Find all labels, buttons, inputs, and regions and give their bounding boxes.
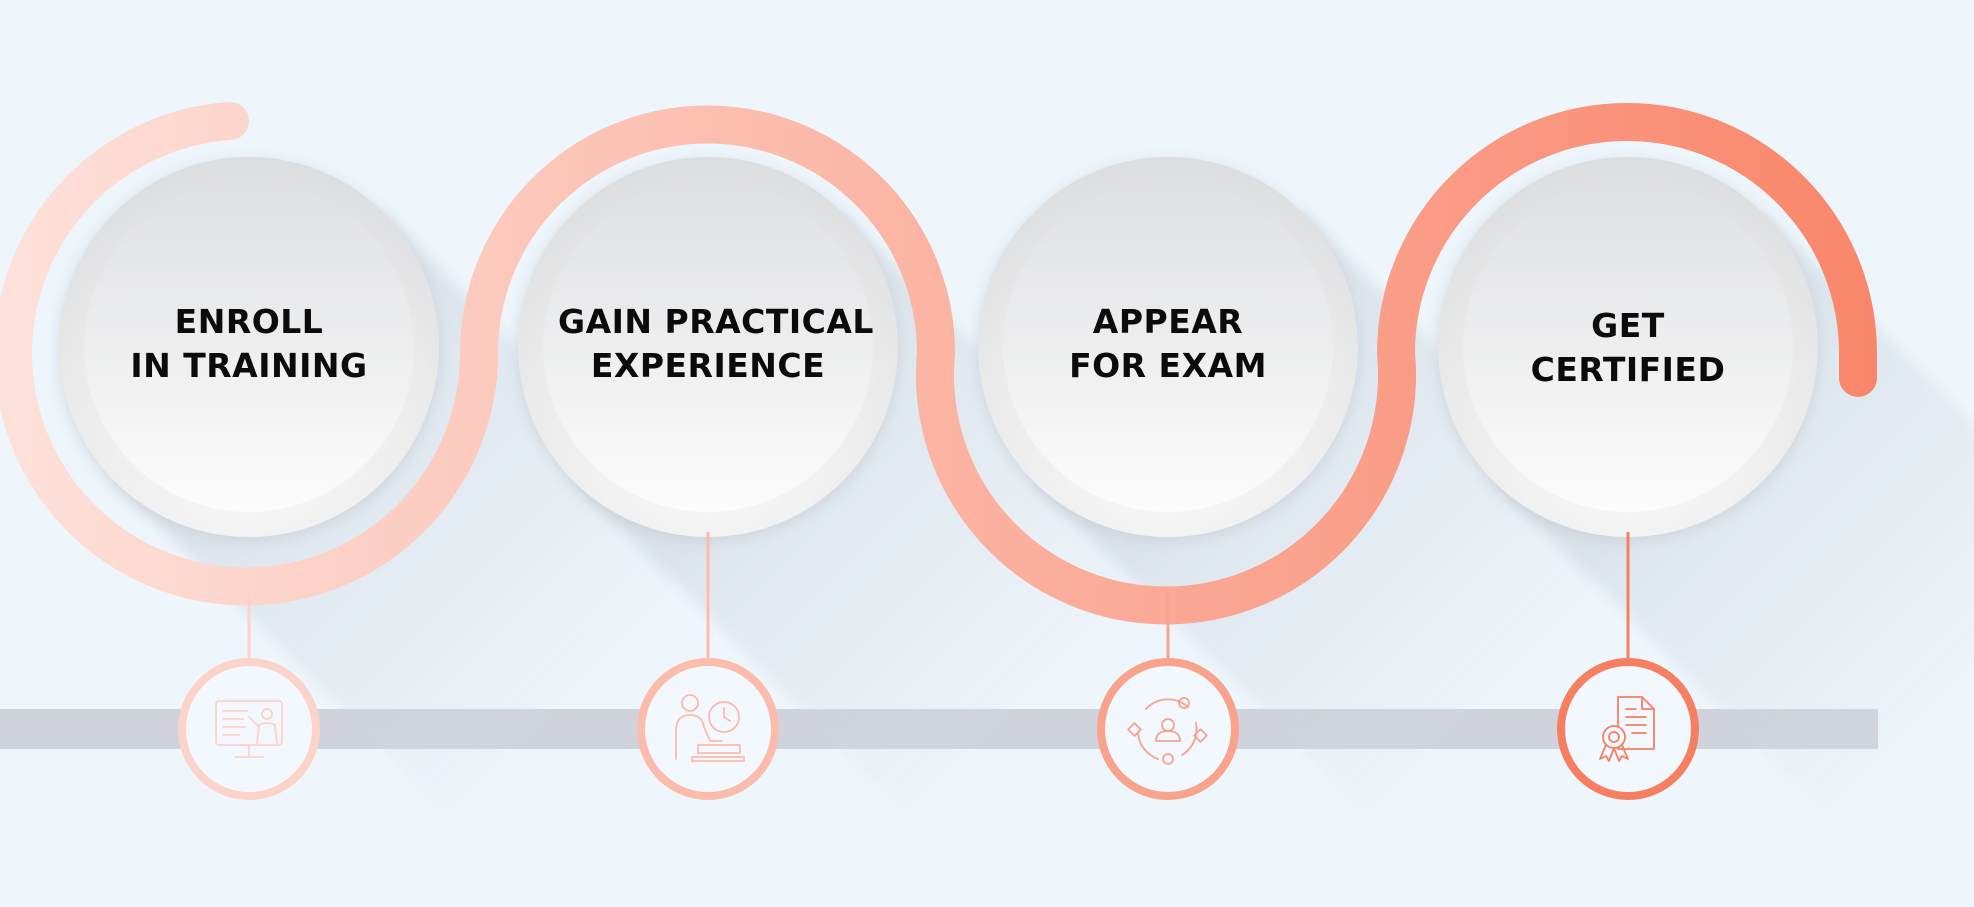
step-title-line2: CERTIFIED (1530, 350, 1726, 389)
step-label-enroll: ENROLL IN TRAINING (99, 300, 399, 388)
icon-badge-exam (1097, 658, 1239, 800)
icon-badges (178, 658, 1699, 800)
step-circles (57, 157, 1820, 543)
step-title-line1: GET (1591, 306, 1665, 345)
icon-badge-enroll (178, 658, 320, 800)
badge-ring-enroll (178, 658, 320, 800)
training-monitor-icon (215, 700, 283, 758)
badge-ring-practical (637, 658, 779, 800)
step-title-line1: ENROLL (174, 302, 324, 341)
step-circle-inner-enroll (84, 182, 414, 512)
worker-clock-icon (675, 694, 745, 762)
step-circle-inner-certified (1463, 182, 1793, 512)
icon-badge-practical (637, 658, 779, 800)
step-circle-inner-practical (543, 182, 873, 512)
icon-badge-certified (1557, 658, 1699, 800)
badge-ring-exam (1097, 658, 1239, 800)
step-title-line2: EXPERIENCE (590, 346, 826, 385)
step-label-exam: APPEAR FOR EXAM (1018, 300, 1318, 388)
step-title-line1: GAIN PRACTICAL (558, 302, 874, 341)
wavy-ribbon (0, 102, 1877, 625)
step-title-line1: APPEAR (1092, 302, 1244, 341)
step-connectors (247, 532, 1630, 662)
step-title-line2: IN TRAINING (130, 346, 368, 385)
step-label-certified: GET CERTIFIED (1478, 304, 1778, 392)
step-label-practical: GAIN PRACTICAL EXPERIENCE (558, 300, 874, 388)
badge-ring-certified (1557, 658, 1699, 800)
exam-process-icon (1127, 697, 1208, 765)
step-title-line2: FOR EXAM (1069, 346, 1267, 385)
certificate-icon (1599, 696, 1655, 762)
step-circle-inner-exam (1003, 182, 1333, 512)
